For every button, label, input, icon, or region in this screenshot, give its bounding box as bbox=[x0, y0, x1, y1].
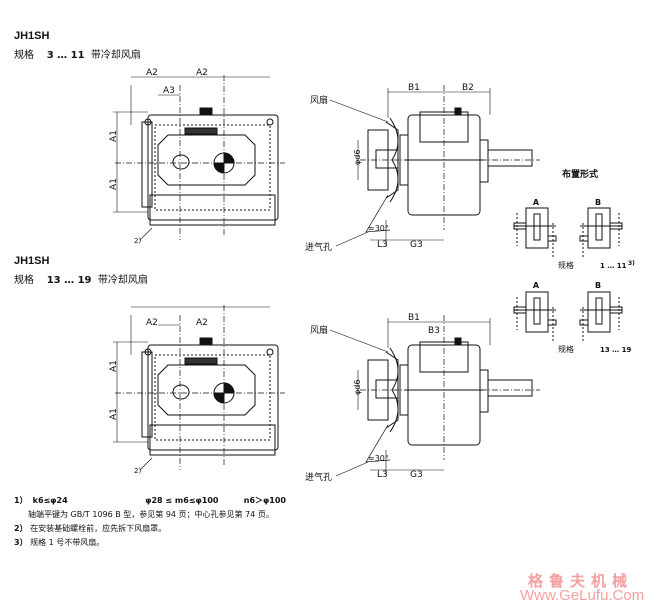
dim-a1: A1 bbox=[109, 408, 119, 420]
section1-model: JH1SH bbox=[14, 30, 50, 42]
dim-g3: G3 bbox=[410, 240, 423, 250]
note-n6: n6＞φ100 bbox=[243, 496, 286, 505]
spec-range: 3 … 11 bbox=[46, 50, 85, 61]
section1-spec: 规格 3 … 11 带冷却风扇 bbox=[14, 46, 141, 61]
note-2: 2） 在安装基础螺栓前，应先拆下风扇罩。 bbox=[14, 522, 344, 536]
note-ref-2: 2) bbox=[134, 467, 141, 475]
fan-label: 风扇 bbox=[310, 324, 328, 336]
arrangement-a: A bbox=[533, 198, 540, 207]
row1-spec: 规格 bbox=[558, 260, 574, 270]
spec-range: 13 … 19 bbox=[46, 275, 92, 286]
arrangement-diagrams: 布置形式 A B 规格 1 … 11 3) A B 规格 13 … 19 bbox=[513, 168, 635, 354]
note-1: 1） k6≤φ24 φ28 ≤ m6≤φ100 n6＞φ100 bbox=[14, 494, 344, 508]
dim-a2: A2 bbox=[146, 318, 158, 328]
dim-a1: A1 bbox=[109, 360, 119, 372]
watermark-url: Www.GeLufu.Com bbox=[520, 587, 645, 604]
dim-a2: A2 bbox=[196, 318, 208, 328]
dim-g3: G3 bbox=[410, 470, 423, 480]
angle-label: ≈30° bbox=[368, 454, 389, 463]
arrangement-b-icon bbox=[579, 291, 623, 343]
section2-spec: 规格 13 … 19 带冷却风扇 bbox=[14, 271, 148, 286]
row1-range: 1 … 11 bbox=[600, 262, 627, 270]
footnotes: 1） k6≤φ24 φ28 ≤ m6≤φ100 n6＞φ100 轴端平键为 GB… bbox=[14, 494, 344, 550]
note-1-text: 轴端平键为 GB/T 1096 B 型，参见第 94 页；中心孔参见第 74 页… bbox=[28, 510, 274, 519]
dim-l3: L3 bbox=[377, 240, 388, 250]
note-m6: φ28 ≤ m6≤φ100 bbox=[145, 496, 219, 505]
arrangement-a-icon bbox=[513, 207, 557, 259]
spec-label: 规格 bbox=[14, 50, 34, 61]
note-number: 1） bbox=[14, 496, 28, 505]
arrangement-a: A bbox=[533, 281, 540, 290]
inlet-label: 进气孔 bbox=[305, 241, 332, 253]
arrangement-b-icon bbox=[579, 207, 623, 259]
row2-spec: 规格 bbox=[558, 344, 574, 354]
note-number: 2） bbox=[14, 524, 28, 533]
dim-b1: B1 bbox=[408, 313, 420, 323]
arrangement-b: B bbox=[595, 198, 601, 207]
fan-label: 风扇 bbox=[310, 94, 328, 106]
dim-a2: A2 bbox=[196, 68, 208, 78]
dim-b1: B1 bbox=[408, 83, 420, 93]
note-k6: k6≤φ24 bbox=[32, 496, 68, 505]
dim-a1: A1 bbox=[109, 130, 119, 142]
dim-a3: A3 bbox=[163, 86, 175, 96]
arrangement-b: B bbox=[595, 281, 601, 290]
row1-note: 3) bbox=[628, 260, 635, 267]
spec-desc: 带冷却风扇 bbox=[97, 275, 148, 286]
note-text: 规格 1 号不带风扇。 bbox=[30, 538, 105, 547]
angle-label: ≈30° bbox=[368, 224, 389, 233]
front-view-1 bbox=[112, 74, 286, 241]
note-number: 3） bbox=[14, 538, 28, 547]
note-text: 在安装基础螺栓前，应先拆下风扇罩。 bbox=[30, 524, 167, 533]
spec-label: 规格 bbox=[14, 275, 34, 286]
dim-b2: B2 bbox=[462, 83, 474, 93]
section2-model: JH1SH bbox=[14, 255, 50, 267]
arrangement-title: 布置形式 bbox=[561, 168, 598, 180]
dim-d6: φd6 bbox=[353, 380, 362, 395]
front-view-2 bbox=[112, 304, 286, 471]
dim-b3: B3 bbox=[428, 326, 440, 336]
dim-a2: A2 bbox=[146, 68, 158, 78]
dim-l3: L3 bbox=[377, 470, 388, 480]
watermark-cn: 格鲁夫机械 bbox=[528, 572, 634, 590]
spec-desc: 带冷却风扇 bbox=[90, 50, 141, 61]
dim-d6: φd6 bbox=[353, 150, 362, 165]
note-3: 3） 规格 1 号不带风扇。 bbox=[14, 536, 344, 550]
dim-a1: A1 bbox=[109, 178, 119, 190]
technical-drawings: A2 A2 A3 A1 A1 2) B1 B2 风扇 φd6 ≈30° 进气孔 … bbox=[109, 68, 635, 483]
row2-range: 13 … 19 bbox=[600, 346, 631, 354]
arrangement-a-icon bbox=[513, 291, 557, 343]
note-ref-2: 2) bbox=[134, 237, 141, 245]
inlet-label: 进气孔 bbox=[305, 471, 332, 483]
